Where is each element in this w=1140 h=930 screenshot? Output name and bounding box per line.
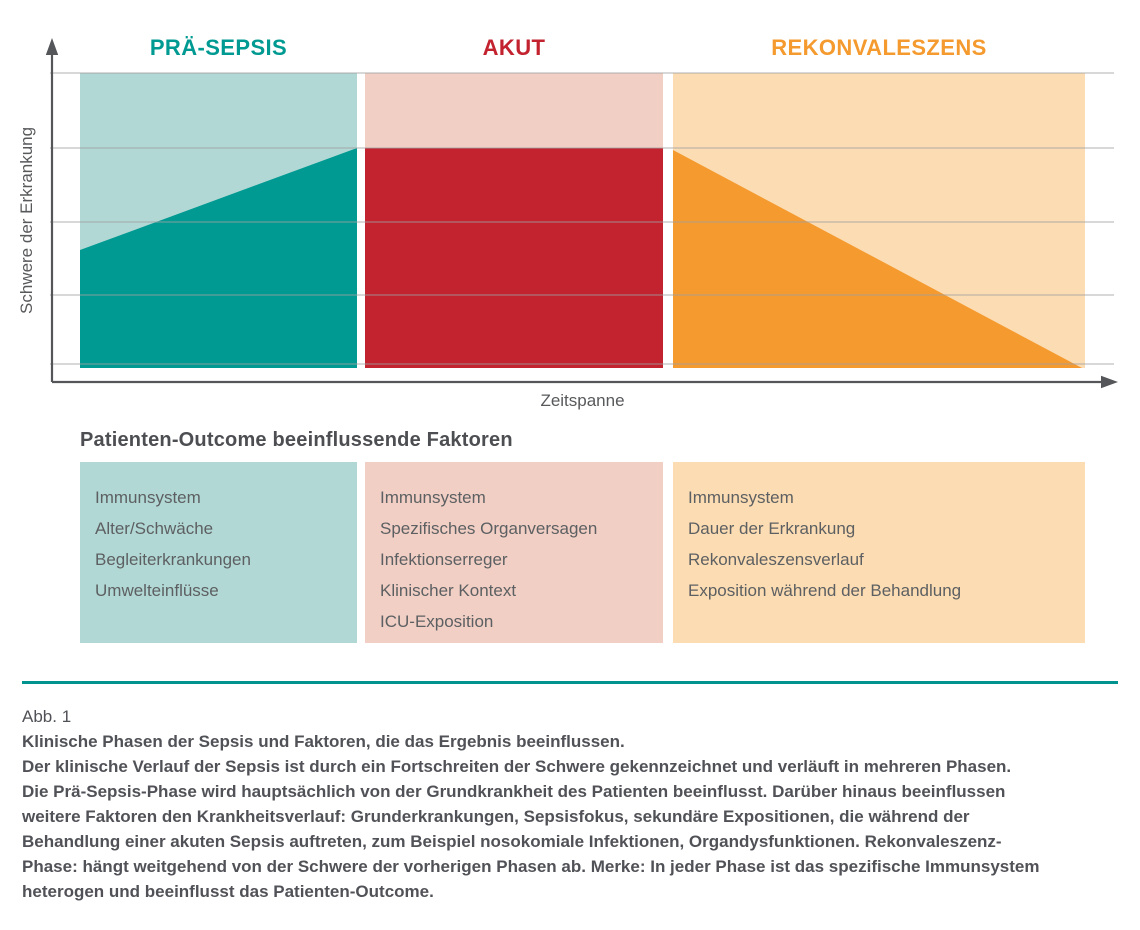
- factor-item: Alter/Schwäche: [95, 519, 214, 538]
- caption-text-line: weitere Faktoren den Krankheitsverlauf: …: [22, 807, 970, 826]
- factor-item: Infektionserreger: [380, 550, 508, 569]
- caption-text-line: Die Prä-Sepsis-Phase wird hauptsächlich …: [22, 782, 1006, 801]
- caption-text-line: Behandlung einer akuten Sepsis auftreten…: [22, 832, 1002, 851]
- factor-item: Rekonvaleszensverlauf: [688, 550, 864, 569]
- y-axis-arrow-icon: [45, 38, 59, 55]
- gridlines: [50, 72, 1114, 365]
- figure-caption: Abb. 1 Klinische Phasen der Sepsis und F…: [22, 704, 1122, 904]
- phase-heading-pre-sepsis: PRÄ-SEPSIS: [149, 35, 288, 60]
- rekonvaleszens-severity-area: [673, 150, 1082, 368]
- factor-item: Begleiterkrankungen: [95, 550, 251, 569]
- caption-text-line: Phase: hängt weitgehend von der Schwere …: [22, 857, 1040, 876]
- caption-text-line: Der klinische Verlauf der Sepsis ist dur…: [22, 757, 1012, 776]
- x-axis-arrow-icon: [1101, 375, 1118, 389]
- figure-number: Abb. 1: [22, 707, 72, 726]
- phase-heading-akut: AKUT: [482, 35, 546, 60]
- x-axis-label: Zeitspanne: [540, 391, 625, 410]
- factor-item: Immunsystem: [380, 488, 486, 507]
- factor-item: Immunsystem: [688, 488, 794, 507]
- caption-title: Klinische Phasen der Sepsis und Faktoren…: [22, 732, 625, 751]
- pre-sepsis-severity-area: [80, 148, 357, 368]
- factor-item: Umwelteinflüsse: [95, 581, 219, 600]
- factor-item: Exposition während der Behandlung: [688, 581, 962, 600]
- factor-box-pre-sepsis: Immunsystem Alter/Schwäche Begleiterkran…: [80, 462, 357, 643]
- factor-item: ICU-Exposition: [380, 612, 494, 631]
- factor-box-akut: Immunsystem Spezifisches Organversagen I…: [365, 462, 663, 643]
- akut-severity-area: [365, 148, 663, 368]
- phase-heading-rekonvaleszens: REKONVALESZENS: [771, 35, 987, 60]
- y-axis-label: Schwere der Erkrankung: [17, 126, 36, 315]
- factor-item: Dauer der Erkrankung: [688, 519, 856, 538]
- factors-heading: Patienten-Outcome beeinflussende Faktore…: [80, 429, 513, 451]
- factor-item: Spezifisches Organversagen: [380, 519, 598, 538]
- factor-box-rekonvaleszens: Immunsystem Dauer der Erkrankung Rekonva…: [673, 462, 1085, 643]
- axes: [45, 38, 1118, 389]
- phase-severity-chart: [45, 38, 1118, 389]
- caption-divider: [22, 681, 1118, 684]
- factor-item: Immunsystem: [95, 488, 201, 507]
- caption-text-line: heterogen und beeinflusst das Patienten-…: [22, 882, 434, 901]
- factor-item: Klinischer Kontext: [380, 581, 517, 600]
